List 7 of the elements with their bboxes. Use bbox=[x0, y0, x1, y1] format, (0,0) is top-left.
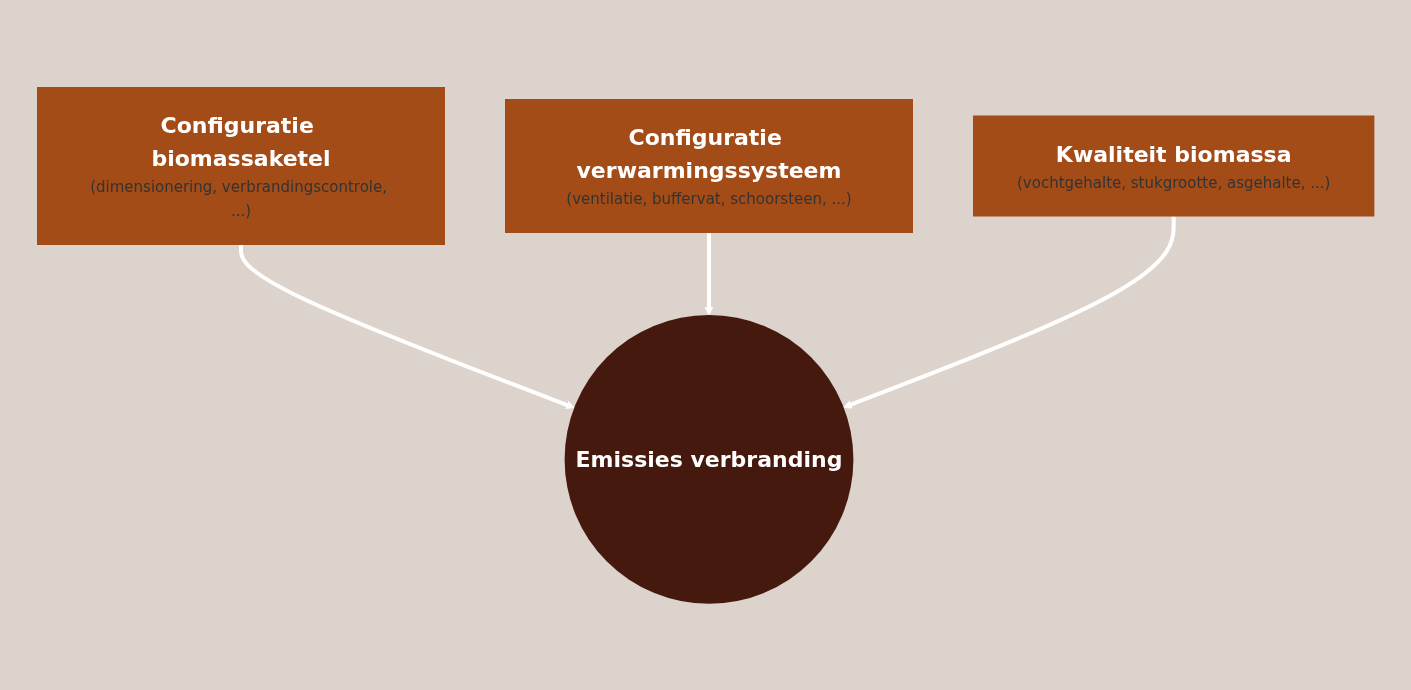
node-circle: Emissies verbranding bbox=[564, 314, 854, 604]
arrow bbox=[704, 232, 714, 315]
node-box: Configuratie biomassaketel (dimensionering, verbrandingscontrole, ...) bbox=[36, 86, 445, 245]
node-box: Configuratie verwarmingssysteem (ventilatie, buffervat, schoorsteen, ...) bbox=[504, 98, 913, 233]
node-box: Kwaliteit biomassa (vochtgehalte, stukgrootte, asgehalte, ...) bbox=[972, 115, 1375, 217]
arrow bbox=[238, 244, 575, 409]
arrow bbox=[843, 216, 1176, 409]
